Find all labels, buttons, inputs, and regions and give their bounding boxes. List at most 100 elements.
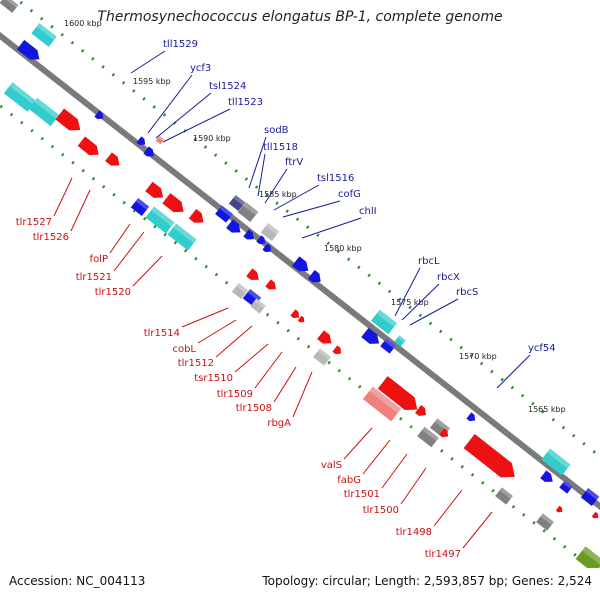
leader-line [292,371,313,418]
leader-line [53,177,73,217]
gene-feature[interactable] [591,511,600,520]
gene-label-lower[interactable]: cobL [172,344,196,355]
gene-feature[interactable] [541,448,571,476]
gene-feature[interactable] [417,426,439,448]
gene-feature[interactable] [145,181,167,203]
leader-line [197,319,237,344]
gene-feature[interactable] [297,315,306,324]
gene-feature[interactable] [77,136,103,159]
gene-feature[interactable] [495,487,513,505]
gene-feature[interactable] [536,513,554,531]
gene-label-lower[interactable]: tlr1520 [95,287,131,298]
gene-label-upper[interactable]: tsl1516 [317,173,354,184]
leader-line [70,189,91,232]
gene-feature[interactable] [575,546,600,573]
leader-line [496,354,531,389]
gene-label-lower[interactable]: tlr1497 [425,549,461,560]
gene-feature[interactable] [262,243,273,254]
gene-label-lower[interactable]: tlr1521 [76,272,112,283]
gene-feature[interactable] [188,208,207,227]
gene-label-upper[interactable]: cofG [338,189,361,200]
gene-label-upper[interactable]: chlI [359,206,377,217]
genome-stats-text: Topology: circular; Length: 2,593,857 bp… [262,574,592,588]
gene-feature[interactable] [28,97,60,127]
gene-feature[interactable] [463,434,521,484]
leader-line [401,283,440,321]
gene-label-upper[interactable]: rbcL [418,256,440,267]
gene-feature[interactable] [466,412,477,423]
gene-feature[interactable] [371,309,397,335]
gene-feature[interactable] [377,376,422,416]
gene-label-lower[interactable]: tlr1512 [178,358,214,369]
gene-feature[interactable] [394,335,406,347]
gene-feature[interactable] [105,152,123,169]
gene-label-lower[interactable]: folP [90,254,108,265]
gene-feature[interactable] [292,256,312,275]
gene-feature[interactable] [130,197,150,217]
gene-feature[interactable] [167,223,197,251]
gene-feature[interactable] [540,470,556,485]
gene-feature[interactable] [362,386,402,422]
gene-feature[interactable] [231,282,249,300]
gene-feature[interactable] [317,330,335,347]
gene-label-lower[interactable]: tlr1500 [363,505,399,516]
gene-feature[interactable] [31,23,57,47]
gene-feature[interactable] [307,269,324,286]
gene-feature[interactable] [414,404,429,419]
gene-feature[interactable] [246,268,262,283]
gene-label-lower[interactable]: tlr1527 [16,217,52,228]
gene-feature[interactable] [555,505,564,514]
leader-line [273,184,320,211]
gene-feature[interactable] [361,327,383,349]
gene-feature[interactable] [243,229,256,242]
gene-feature[interactable] [3,82,37,112]
gene-feature[interactable] [215,205,233,223]
gene-feature[interactable] [16,39,43,64]
gene-feature[interactable] [145,206,175,234]
gene-feature[interactable] [439,428,450,439]
gene-feature[interactable] [313,348,331,366]
gene-feature[interactable] [265,279,278,292]
gene-label-lower[interactable]: tlr1501 [344,489,380,500]
leader-line [362,439,391,475]
gene-label-upper[interactable]: tsl1524 [209,81,246,92]
gene-feature[interactable] [228,194,246,212]
gene-label-lower[interactable]: tlr1509 [217,389,253,400]
gene-label-upper[interactable]: tll1518 [263,142,298,153]
gene-feature[interactable] [0,0,19,13]
gene-feature[interactable] [250,298,266,314]
gene-label-upper[interactable]: tll1529 [163,39,198,50]
gene-feature[interactable] [162,193,187,217]
gene-feature[interactable] [136,136,147,147]
gene-feature[interactable] [559,480,573,494]
gene-feature[interactable] [155,135,165,145]
gene-label-lower[interactable]: tlr1514 [144,328,180,339]
gene-label-lower[interactable]: tlr1526 [33,232,69,243]
gene-feature[interactable] [226,219,244,236]
gene-label-lower[interactable]: tlr1498 [396,527,432,538]
gene-label-upper[interactable]: ycf3 [190,63,211,74]
gene-label-upper[interactable]: tll1523 [228,97,263,108]
tick-track-upper [15,0,600,459]
gene-label-lower[interactable]: tlr1508 [236,403,272,414]
gene-label-lower[interactable]: tsr1510 [194,373,233,384]
gene-feature[interactable] [256,235,267,246]
gene-feature[interactable] [260,222,280,242]
gene-feature[interactable] [332,345,343,356]
gene-feature[interactable] [380,338,396,354]
gene-label-upper[interactable]: ycf54 [528,343,556,354]
gene-feature[interactable] [237,201,259,223]
gene-label-lower[interactable]: fabG [337,475,361,486]
gene-feature[interactable] [55,108,84,135]
gene-label-upper[interactable]: ftrV [285,157,303,168]
gene-feature[interactable] [290,309,301,320]
gene-label-upper[interactable]: rbcS [456,287,478,298]
gene-label-lower[interactable]: rbgA [267,418,291,429]
gene-label-upper[interactable]: rbcX [437,272,460,283]
gene-feature[interactable] [94,110,105,121]
gene-label-upper[interactable]: sodB [264,125,289,136]
gene-feature[interactable] [580,487,600,507]
gene-label-lower[interactable]: valS [321,460,342,471]
gene-feature[interactable] [143,146,156,159]
leader-line [113,231,145,272]
